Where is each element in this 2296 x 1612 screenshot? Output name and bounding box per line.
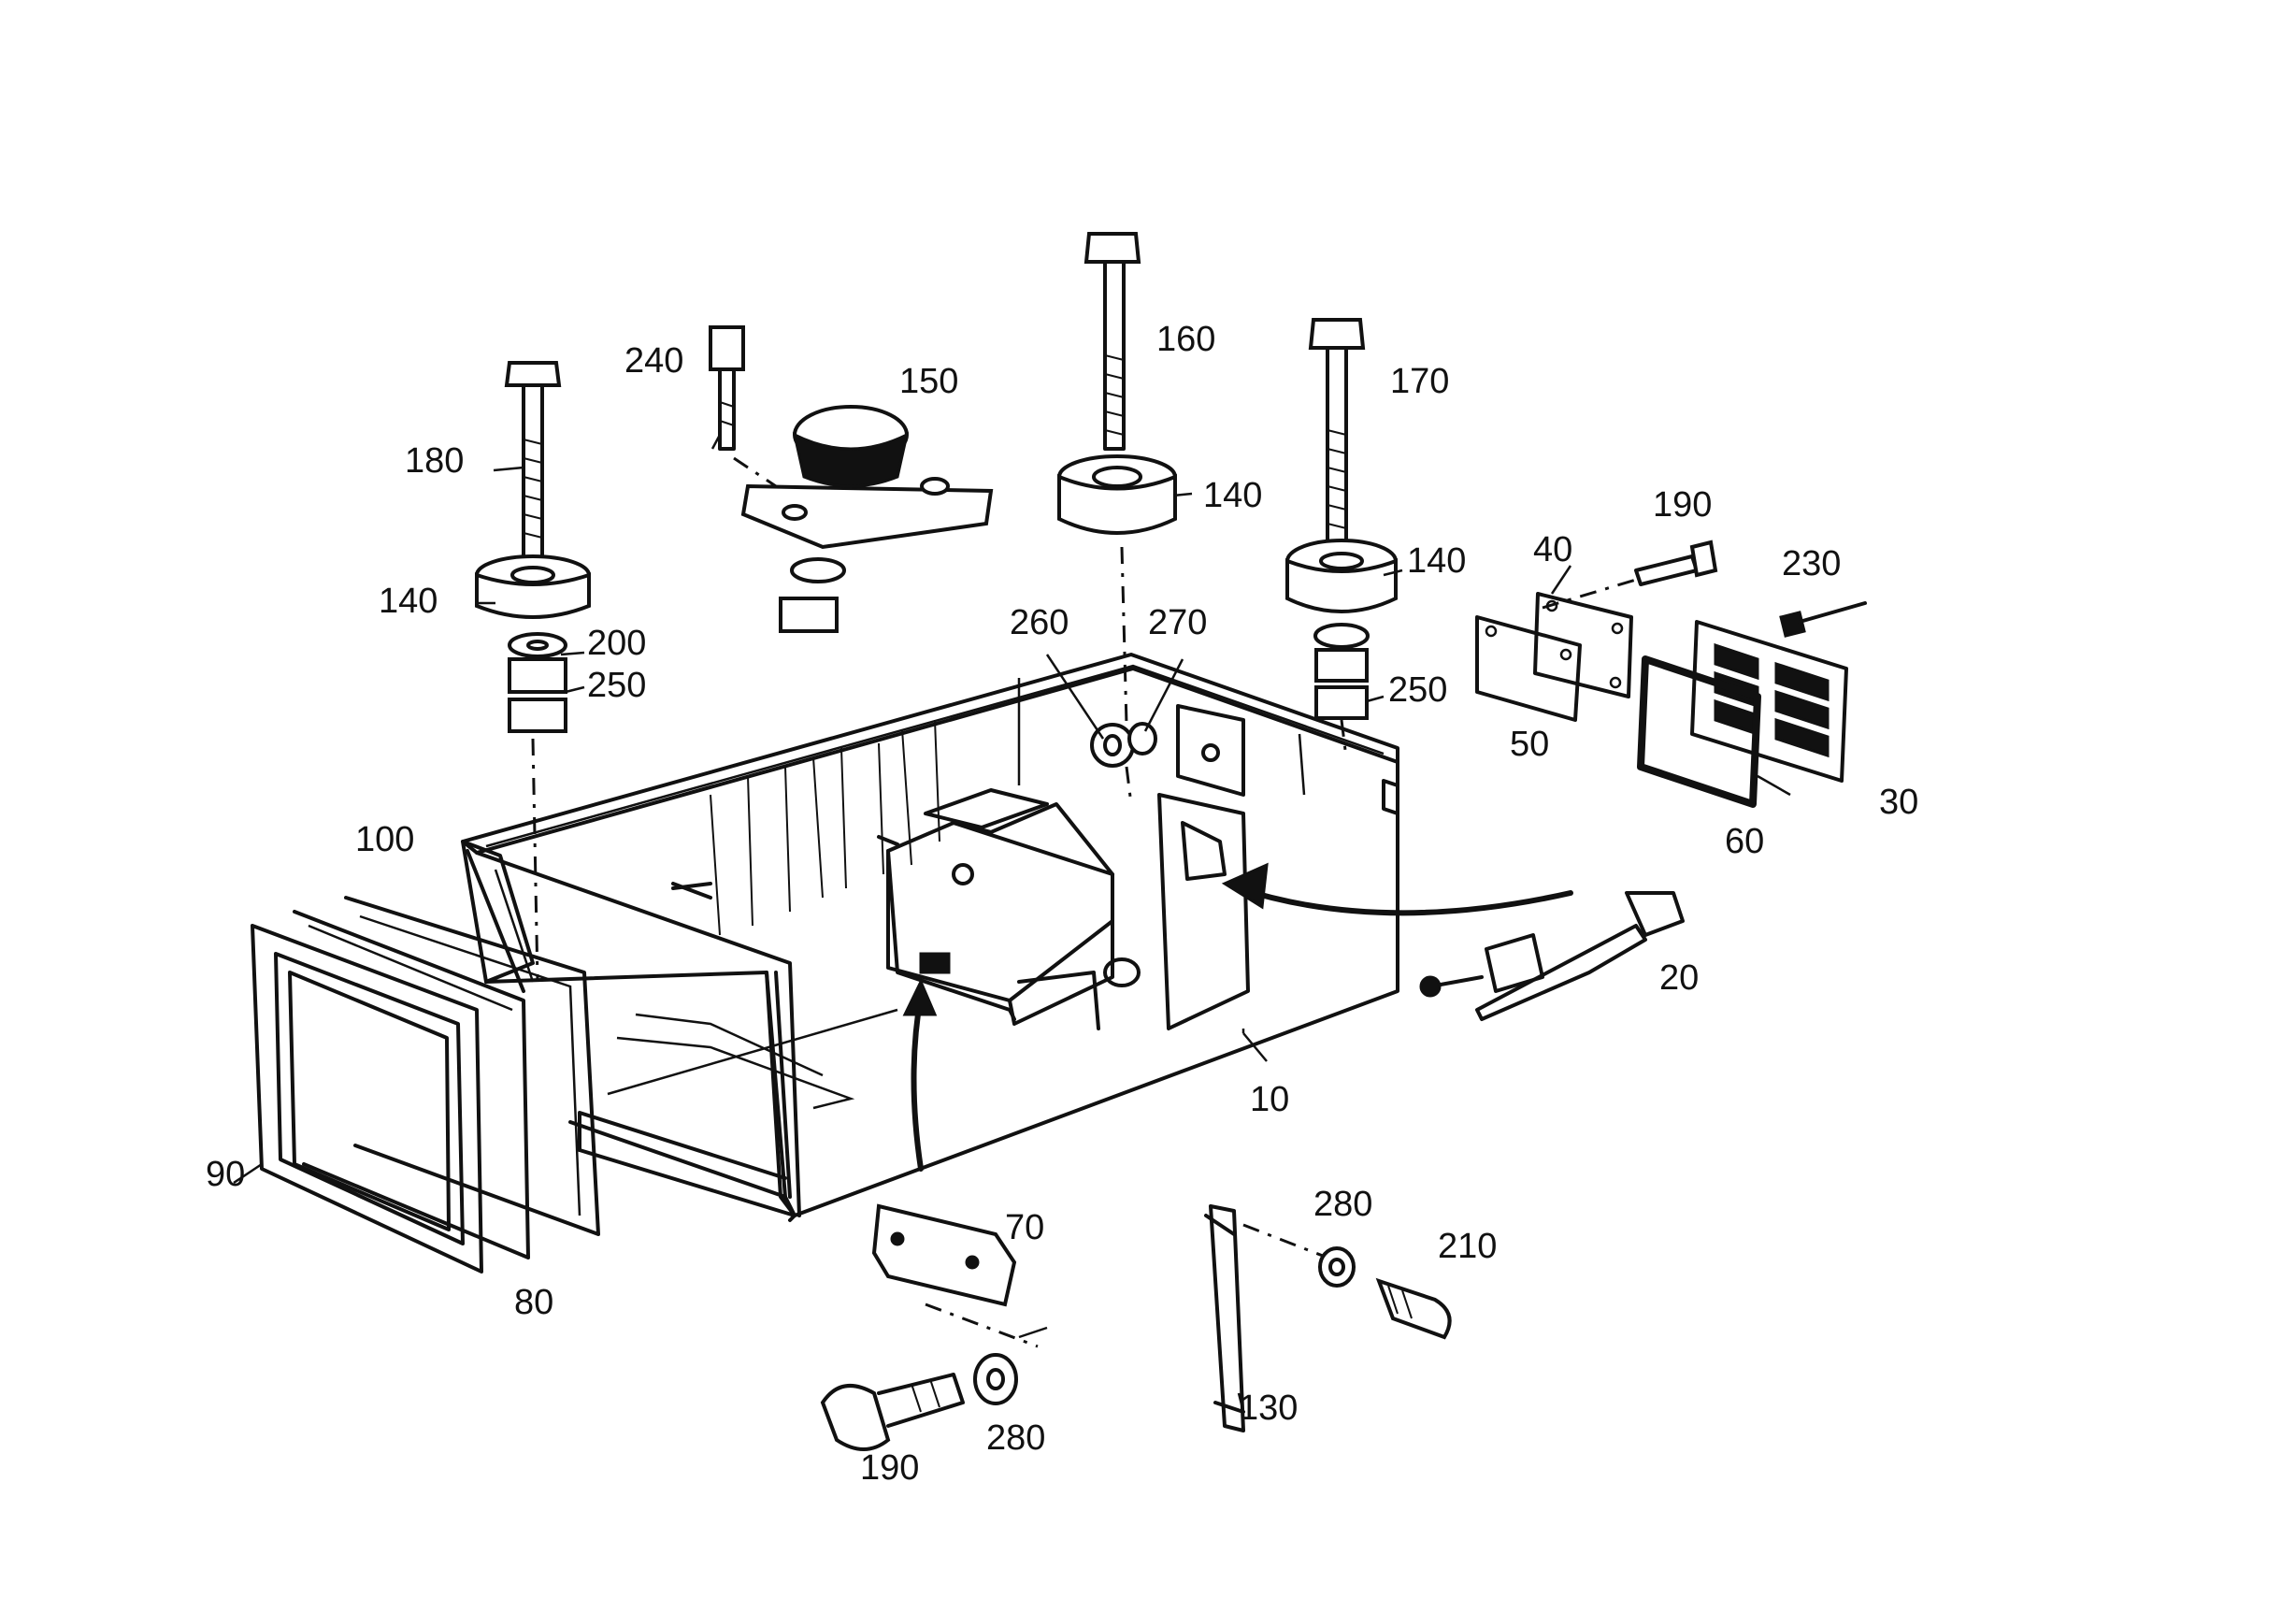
callout-240: 240: [624, 341, 683, 381]
knob-part-150: [740, 405, 994, 633]
callout-280-bottom: 280: [986, 1418, 1045, 1458]
callout-190-top: 190: [1653, 485, 1712, 525]
bolt-part-160: [1083, 232, 1141, 451]
callout-160: 160: [1156, 320, 1215, 359]
gasket-part-60: [1637, 655, 1761, 808]
callout-140-center: 140: [1203, 476, 1262, 515]
callout-labels: 10 20 30 40 50 60 70 80 90 100 130 140 1…: [206, 320, 1918, 1488]
mount-part-140-left: [475, 554, 591, 619]
callout-40: 40: [1533, 530, 1572, 569]
housing-part-10: [461, 653, 1399, 1222]
callout-140-left: 140: [379, 582, 438, 621]
callout-30: 30: [1879, 783, 1918, 822]
screw-part-210: [1375, 1277, 1452, 1340]
callout-250-right: 250: [1388, 670, 1447, 710]
callout-210: 210: [1438, 1227, 1497, 1266]
callout-280-right: 280: [1313, 1185, 1372, 1224]
callout-70: 70: [1005, 1208, 1044, 1247]
callout-270: 270: [1148, 603, 1207, 642]
callout-250-left: 250: [587, 666, 646, 705]
callout-20: 20: [1659, 958, 1699, 998]
plate-part-40: [1533, 592, 1633, 698]
grille-part-30: [1690, 620, 1848, 783]
callout-60: 60: [1725, 822, 1764, 861]
callout-90: 90: [206, 1155, 245, 1194]
callout-130: 130: [1239, 1389, 1298, 1428]
nut-part-250-right: [1313, 623, 1370, 720]
callout-140-right: 140: [1407, 541, 1466, 581]
plate-part-50: [1475, 615, 1582, 722]
mount-part-140-right: [1285, 539, 1398, 613]
bolt-part-170: [1308, 318, 1366, 554]
callout-80: 80: [514, 1283, 553, 1322]
latch-part-20: [1419, 891, 1685, 1021]
frame-part-100: [344, 896, 600, 1236]
callout-260: 260: [1010, 603, 1069, 642]
gasket-part-80: [293, 910, 530, 1259]
callout-190-bottom: 190: [860, 1448, 919, 1488]
rear-wall-texture: [710, 719, 940, 936]
callout-50: 50: [1510, 725, 1549, 764]
washer-part-280-right: [1318, 1246, 1356, 1288]
frame-part-90: [251, 924, 483, 1274]
washer-part-200: [508, 632, 567, 658]
screw-part-240: [709, 325, 745, 451]
washer-part-280-bottom: [973, 1353, 1018, 1405]
nut-part-250-left: [508, 657, 567, 733]
screw-part-230: [1779, 601, 1867, 638]
plate-part-70: [871, 1203, 1017, 1307]
callout-200: 200: [587, 624, 646, 663]
callout-180: 180: [405, 441, 464, 481]
bracket-part-130: [1204, 1204, 1245, 1432]
callout-170: 170: [1390, 362, 1449, 401]
leader-lines: [233, 434, 1791, 1413]
callout-230: 230: [1782, 544, 1841, 583]
mount-part-140-center: [1057, 454, 1177, 535]
bolt-part-190-top: [1634, 540, 1718, 586]
callout-150: 150: [899, 362, 958, 401]
bolt-part-180: [504, 361, 562, 563]
bolt-part-190-bottom: [820, 1373, 965, 1451]
callout-100: 100: [355, 820, 414, 859]
callout-10: 10: [1250, 1080, 1289, 1119]
